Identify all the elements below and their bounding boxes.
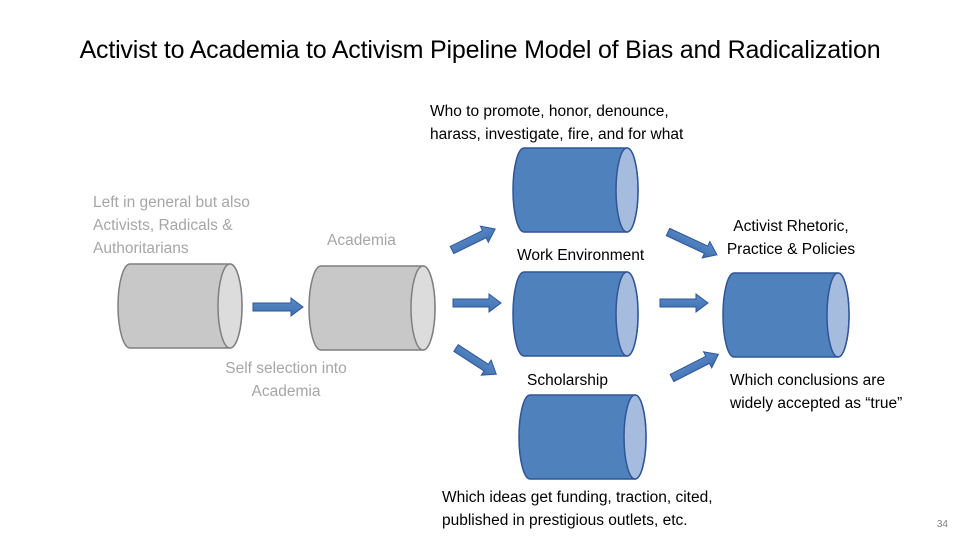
arrow-academia-to-scholarship: [453, 343, 497, 376]
work-environment-label: Work Environment: [517, 247, 645, 264]
left-source-label: Left in general but also Activists, Radi…: [93, 191, 250, 260]
arrow-academia-to-top: [449, 225, 496, 255]
bottom-note-label: Which ideas get funding, traction, cited…: [442, 486, 713, 532]
top-note-line-1: Who to promote, honor, denounce,: [430, 103, 669, 120]
self-selection-line-2: Academia: [251, 383, 321, 400]
activist-output-line-1: Activist Rhetoric,: [733, 218, 849, 235]
cylinder-activist-output: [722, 272, 850, 358]
arrow-source-to-academia: [252, 297, 304, 317]
cylinder-scholarship: [518, 394, 647, 480]
left-source-line-1: Left in general but also: [93, 194, 250, 211]
activist-output-line-2: Practice & Policies: [726, 241, 856, 258]
self-selection-label: Self selection into Academia: [196, 357, 376, 403]
activist-output-label: Activist Rhetoric, Practice & Policies: [712, 215, 870, 261]
top-note-line-2: harass, investigate, fire, and for what: [430, 126, 684, 143]
bottom-note-line-1: Which ideas get funding, traction, cited…: [442, 489, 713, 506]
cylinder-top-practices: [512, 147, 639, 233]
bottom-note-line-2: published in prestigious outlets, etc.: [442, 512, 688, 529]
left-source-line-2: Activists, Radicals &: [93, 217, 233, 234]
left-source-line-3: Authoritarians: [93, 240, 189, 257]
arrow-top-to-output: [665, 227, 718, 259]
cylinder-work-environment: [512, 271, 639, 357]
scholarship-label: Scholarship: [527, 372, 608, 389]
cylinder-left-source: [117, 263, 243, 349]
arrow-scholarship-to-output: [669, 351, 720, 383]
self-selection-line-1: Self selection into: [225, 360, 347, 377]
cylinder-academia: [308, 265, 436, 351]
arrow-work-to-output: [659, 293, 709, 313]
conclusions-note-line-1: Which conclusions are: [730, 372, 886, 389]
arrow-academia-to-work: [452, 293, 502, 313]
conclusions-note-line-2: widely accepted as “true”: [730, 395, 903, 412]
academia-label: Academia: [327, 232, 396, 249]
conclusions-note-label: Which conclusions are widely accepted as…: [730, 369, 902, 415]
top-note-label: Who to promote, honor, denounce, harass,…: [430, 100, 683, 146]
page-number: 34: [936, 519, 948, 530]
slide-title: Activist to Academia to Activism Pipelin…: [79, 36, 881, 64]
